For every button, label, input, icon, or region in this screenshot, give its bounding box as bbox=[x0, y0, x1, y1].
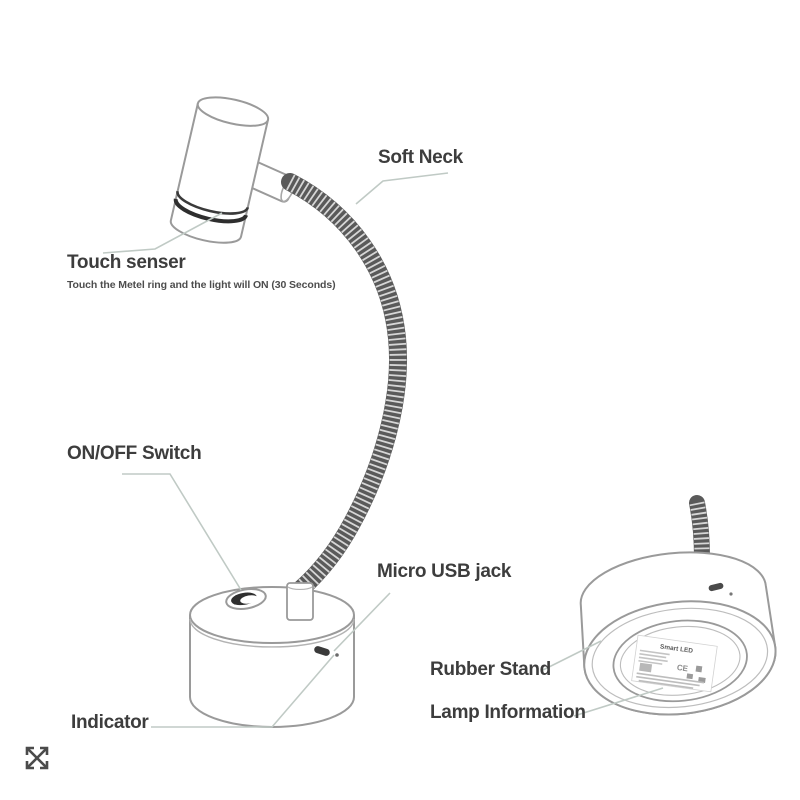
lamp-head bbox=[169, 96, 270, 244]
expand-arrows-icon[interactable] bbox=[20, 741, 54, 775]
lamp-base-top-face bbox=[189, 586, 355, 644]
leader-soft-neck bbox=[355, 172, 449, 205]
leader-lamp-information bbox=[573, 687, 664, 717]
leader-lines bbox=[102, 172, 664, 728]
bottom-view-indicator-dot bbox=[729, 592, 733, 596]
leader-micro-usb bbox=[333, 592, 391, 652]
lamp-information-label-text: Lamp Information bbox=[430, 702, 586, 723]
base-label-title: Smart LED bbox=[660, 643, 694, 655]
touch-metal-ring bbox=[176, 190, 250, 215]
leader-touch-sensor bbox=[102, 212, 223, 254]
ce-mark: CE bbox=[676, 663, 689, 674]
bottom-view-base: Smart LED CE bbox=[579, 551, 777, 716]
bottom-view-neck-stub bbox=[689, 495, 710, 566]
bottom-view-usb-opening bbox=[708, 582, 724, 592]
leader-on-off bbox=[122, 473, 242, 591]
indicator-led bbox=[335, 653, 339, 657]
lamp-base bbox=[189, 586, 355, 728]
cert-mark bbox=[695, 665, 703, 673]
neck-collar bbox=[286, 582, 314, 621]
on-off-button[interactable] bbox=[225, 586, 268, 612]
gooseneck bbox=[281, 173, 408, 598]
cert-mark bbox=[686, 673, 694, 680]
indicator-label: Indicator bbox=[71, 712, 149, 733]
rubber-stand-ring bbox=[612, 619, 748, 703]
micro-usb-label: Micro USB jack bbox=[377, 561, 512, 582]
rubber-stand-label: Rubber Stand bbox=[430, 659, 551, 680]
leader-rubber-stand bbox=[542, 640, 602, 671]
lamp-head-top-face bbox=[196, 96, 270, 127]
lamp-information-label: Smart LED CE bbox=[631, 634, 718, 693]
leader-indicator bbox=[151, 654, 335, 728]
soft-neck-label: Soft Neck bbox=[378, 147, 463, 168]
micro-usb-port[interactable] bbox=[313, 645, 330, 657]
touch-sensor-label: Touch senser bbox=[67, 252, 186, 273]
touch-sensor-subtext: Touch the Metel ring and the light will … bbox=[67, 279, 336, 291]
on-off-switch-label: ON/OFF Switch bbox=[67, 443, 202, 464]
